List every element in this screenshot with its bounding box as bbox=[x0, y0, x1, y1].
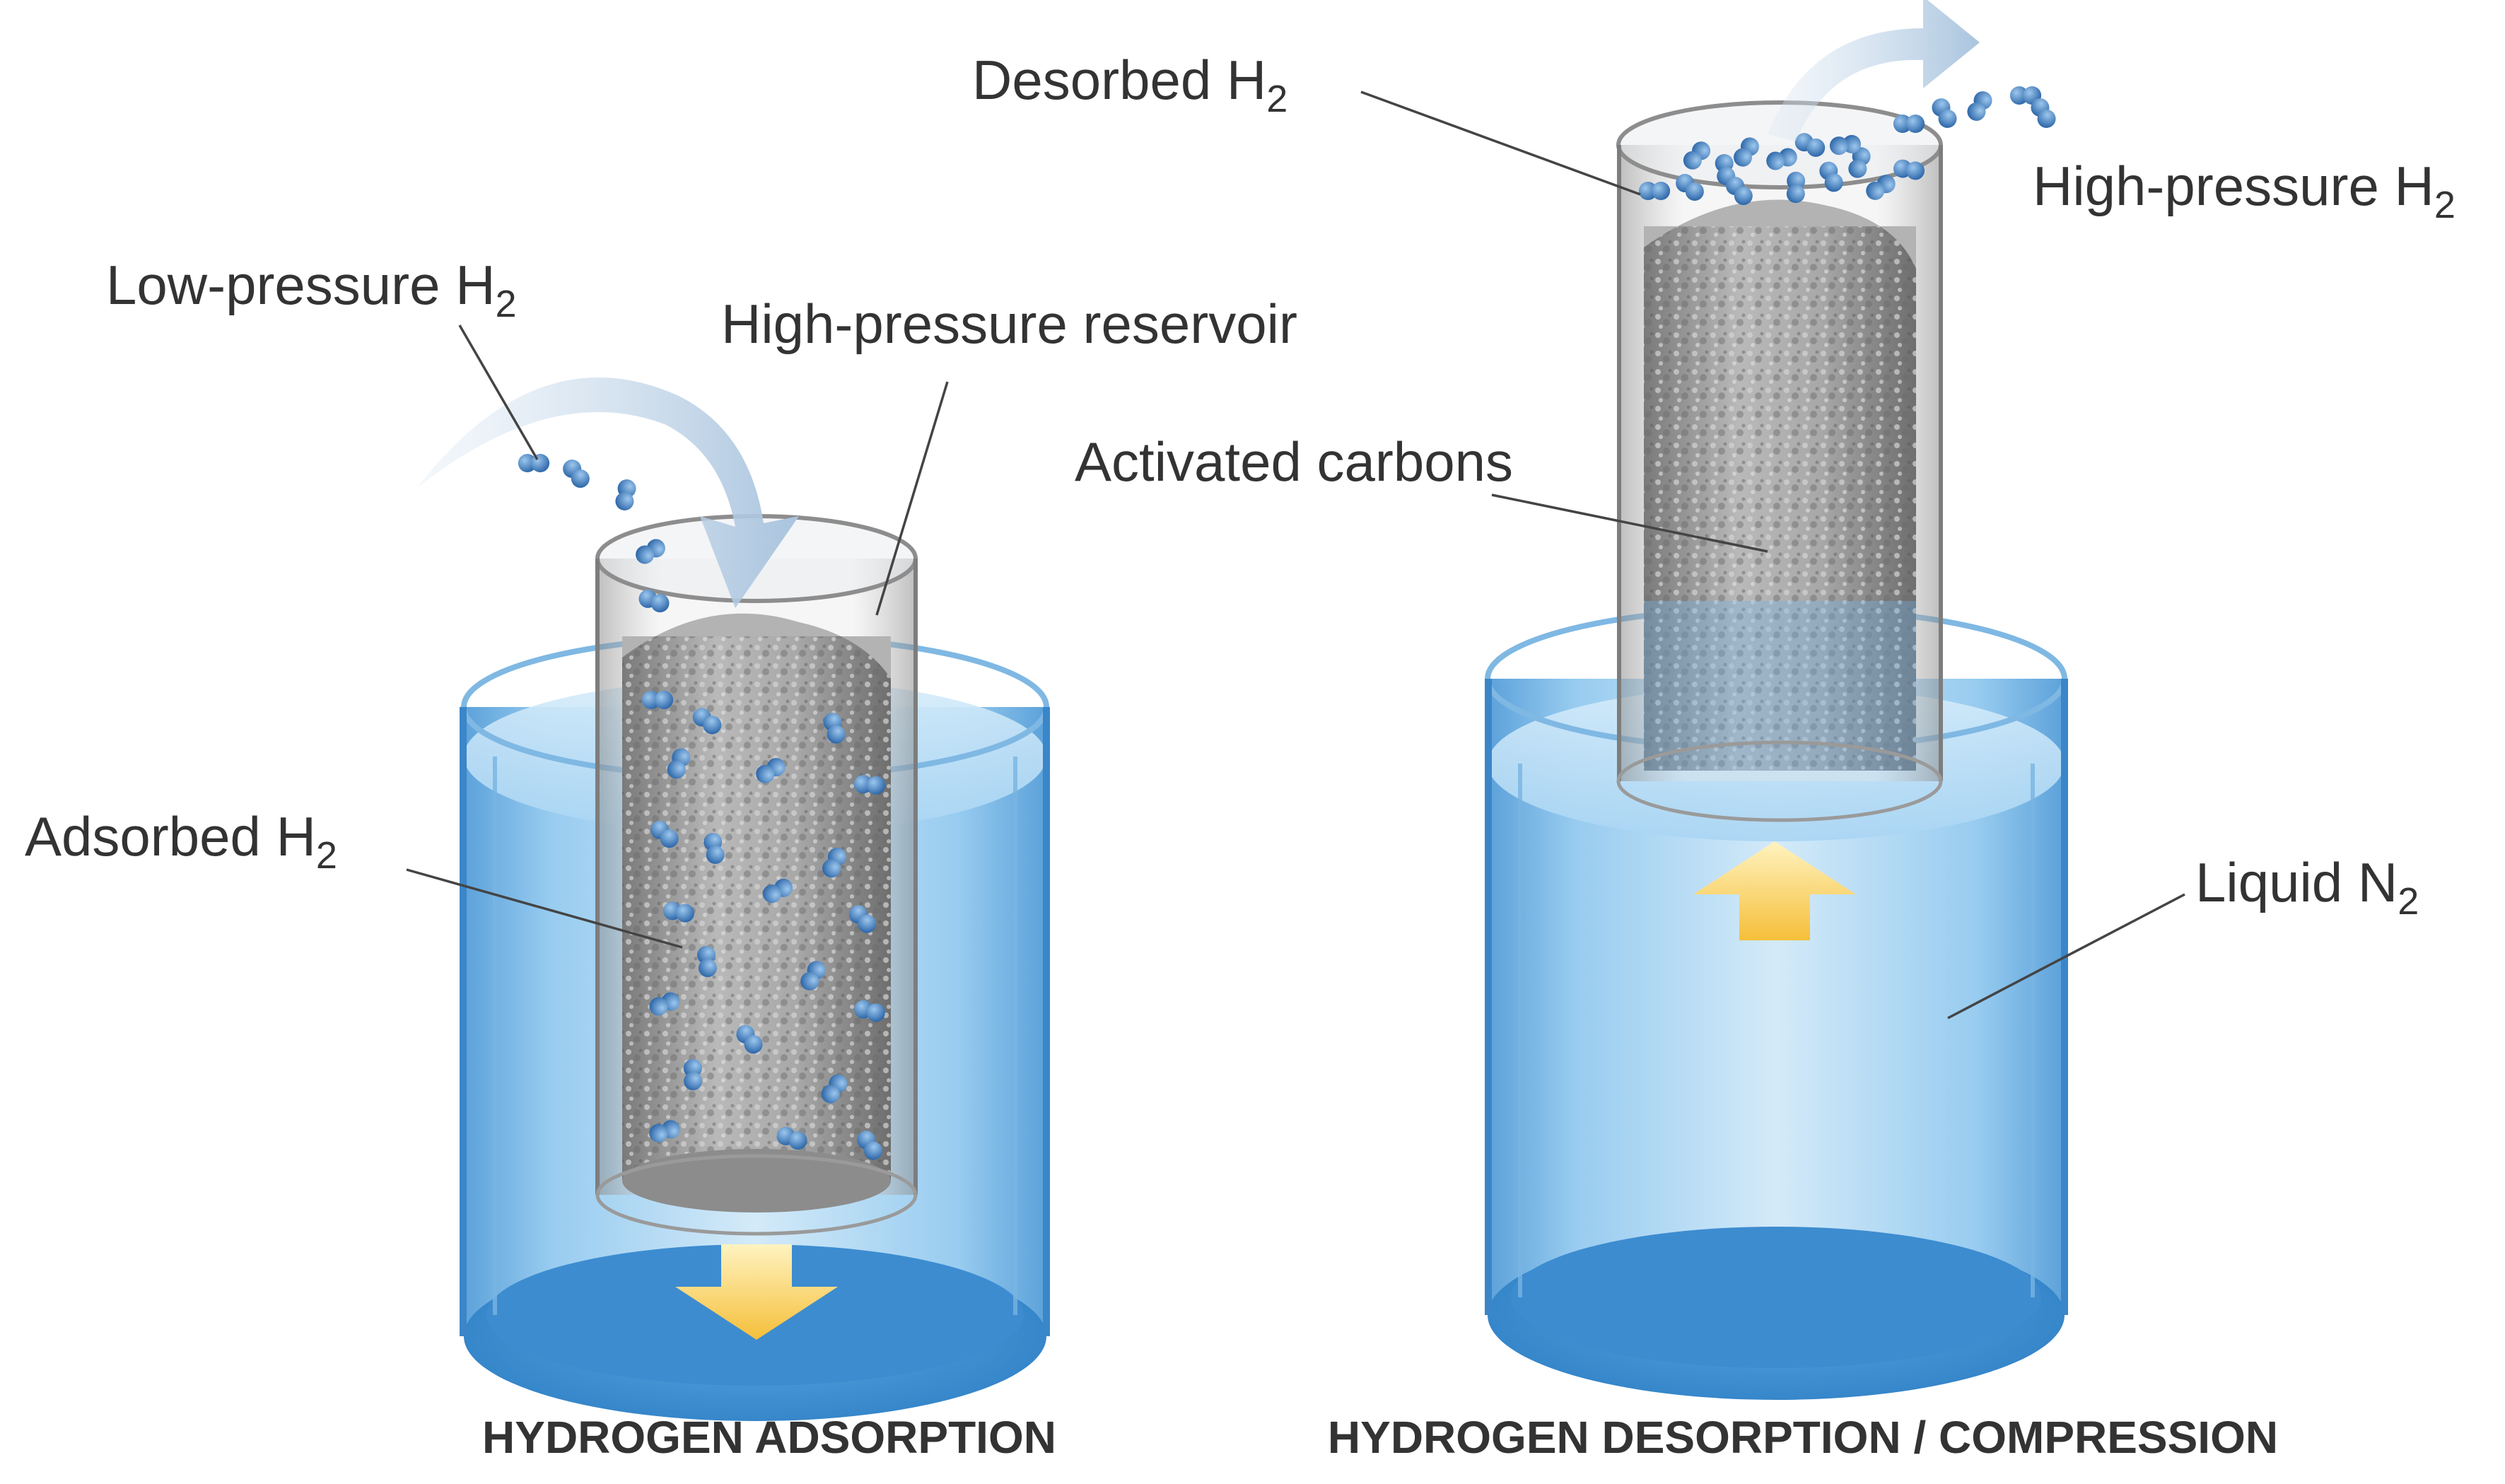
label-liquid-n2: Liquid N2 bbox=[2195, 851, 2419, 923]
h2-molecule bbox=[762, 878, 793, 904]
h2-molecule bbox=[1766, 148, 1797, 170]
h2-molecule bbox=[821, 1074, 848, 1104]
h2-molecule bbox=[1726, 177, 1753, 205]
h2-molecule bbox=[800, 961, 826, 991]
low-pressure-h2-molecules bbox=[518, 454, 670, 613]
h2-molecule bbox=[1829, 134, 1862, 156]
caption-hydrogen-desorption: HYDROGEN DESORPTION / COMPRESSION bbox=[1328, 1412, 2278, 1463]
h2-molecule bbox=[641, 691, 674, 709]
h2-molecule bbox=[650, 820, 679, 848]
label-high-pressure-h2: High-pressure H2 bbox=[2033, 155, 2456, 226]
leader-lines bbox=[406, 90, 2185, 1019]
desorption-setup bbox=[1485, 0, 2068, 1400]
adsorption-setup bbox=[417, 377, 1050, 1421]
leader-activated bbox=[1491, 493, 1768, 553]
caption-hydrogen-adsorption: HYDROGEN ADSORPTION bbox=[482, 1412, 1056, 1463]
h2-molecule bbox=[776, 1126, 807, 1150]
label-activated-carbons: Activated carbons bbox=[1075, 431, 1513, 493]
h2-molecule bbox=[649, 992, 680, 1016]
h2-molecule bbox=[703, 833, 725, 864]
liquid-n2-vessel-right bbox=[1485, 605, 2068, 1400]
curved-arrow-in-icon bbox=[417, 377, 799, 608]
label-desorbed-h2: Desorbed H2 bbox=[972, 49, 1287, 120]
high-pressure-reservoir-left bbox=[595, 514, 918, 1236]
h2-molecule bbox=[1734, 137, 1759, 167]
h2-molecule bbox=[1794, 133, 1826, 157]
h2-molecule bbox=[857, 1130, 882, 1160]
h2-molecule bbox=[649, 1120, 680, 1143]
h2-molecule bbox=[848, 905, 877, 933]
leader-reservoir bbox=[875, 381, 949, 616]
high-pressure-reservoir-right bbox=[1616, 100, 1943, 822]
h2-molecule bbox=[1676, 174, 1704, 201]
adsorbed-h2-molecules bbox=[641, 691, 886, 1160]
h2-molecule bbox=[2031, 98, 2056, 128]
h2-molecule bbox=[1866, 175, 1896, 200]
h2-molecule bbox=[853, 775, 886, 795]
h2-molecule bbox=[518, 454, 550, 472]
leader-liquid-n2 bbox=[1947, 893, 2185, 1019]
arrow-down-icon bbox=[675, 1244, 838, 1340]
label-low-pressure-h2: Low-pressure H2 bbox=[106, 254, 517, 325]
h2-molecule bbox=[667, 748, 691, 779]
desorbed-h2-molecules bbox=[1638, 133, 1925, 205]
h2-molecule bbox=[615, 479, 636, 510]
h2-molecule bbox=[697, 945, 717, 978]
h2-molecule bbox=[663, 901, 694, 923]
h2-molecule bbox=[1683, 141, 1711, 170]
leader-low-pressure bbox=[458, 325, 539, 460]
h2-molecule bbox=[636, 539, 665, 564]
curved-arrow-out-icon bbox=[1768, 0, 1980, 141]
h2-molecule bbox=[756, 758, 786, 783]
h2-molecule bbox=[1893, 115, 1925, 133]
h2-molecule bbox=[638, 589, 670, 613]
h2-molecule bbox=[1967, 91, 1992, 121]
h2-molecule bbox=[1638, 182, 1671, 200]
leader-adsorbed bbox=[406, 868, 683, 949]
h2-molecule bbox=[563, 460, 590, 488]
h2-molecule bbox=[683, 1058, 703, 1091]
label-adsorbed-h2: Adsorbed H2 bbox=[25, 805, 337, 877]
h2-molecule bbox=[1848, 147, 1871, 178]
high-pressure-h2-molecules bbox=[1893, 86, 2056, 133]
h2-molecule bbox=[736, 1024, 763, 1054]
label-high-pressure-reservoir: High-pressure reservoir bbox=[721, 293, 1297, 355]
h2-molecule bbox=[854, 1000, 885, 1022]
h2-molecule bbox=[823, 713, 846, 744]
h2-molecule bbox=[1893, 159, 1925, 180]
h2-molecule bbox=[1932, 98, 1957, 128]
arrow-up-icon bbox=[1693, 841, 1856, 940]
h2-molecule bbox=[1786, 171, 1806, 204]
leader-desorbed bbox=[1360, 90, 1641, 196]
h2-molecule bbox=[822, 847, 846, 878]
h2-molecule bbox=[692, 708, 722, 735]
h2-molecule bbox=[1819, 161, 1843, 192]
